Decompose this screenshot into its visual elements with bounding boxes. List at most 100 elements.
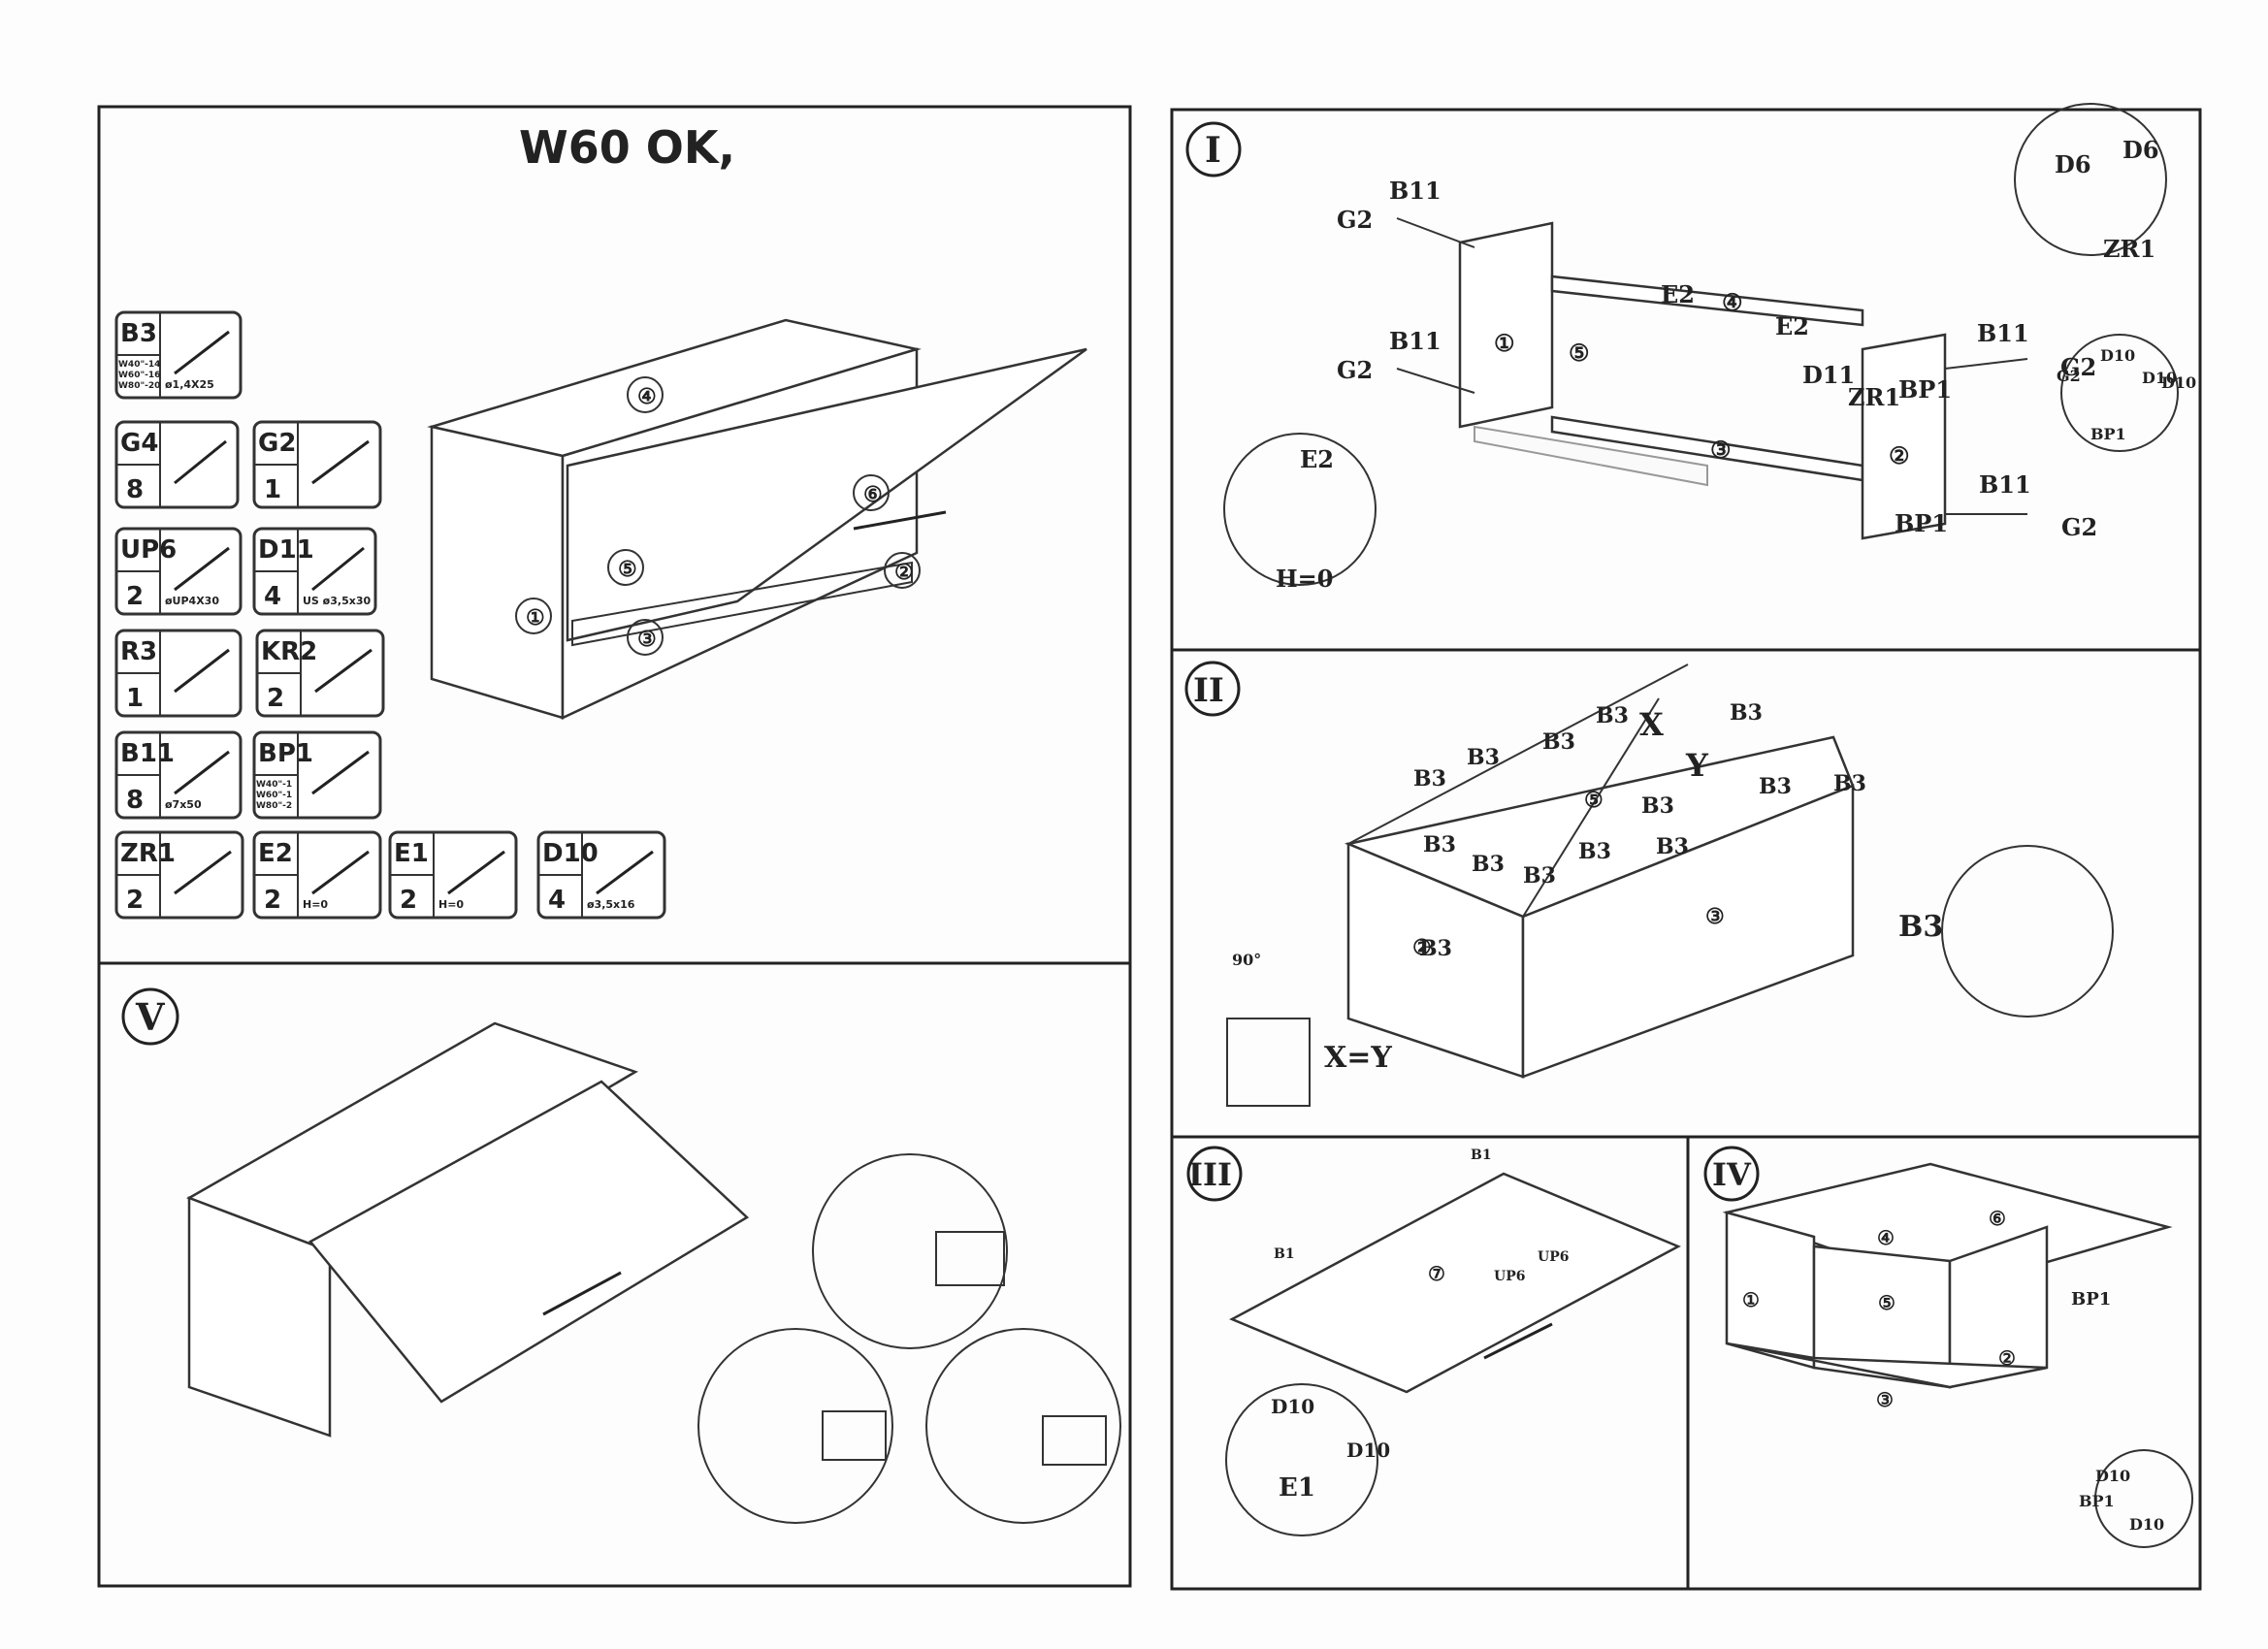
part-qty: 1	[126, 684, 144, 713]
part-note: W60"-1	[256, 791, 292, 800]
svg-text:⑥: ⑥	[863, 482, 883, 507]
step-label: D10	[2161, 373, 2196, 392]
step-label: H=0	[1276, 565, 1333, 593]
step-label: E1	[1279, 1473, 1315, 1503]
part-g2: G21	[252, 420, 382, 509]
step-label: ①	[1742, 1288, 1760, 1311]
part-qty: 4	[264, 582, 281, 611]
step-label: ③	[1876, 1388, 1894, 1411]
part-qty: 4	[548, 886, 566, 915]
step-label: BP1	[2079, 1492, 2115, 1510]
part-qty: 2	[126, 886, 144, 915]
part-qty: 1	[264, 475, 281, 504]
step-label: BP1	[2071, 1289, 2111, 1310]
part-note: W80"-20	[118, 381, 160, 391]
part-note: W60"-16	[118, 371, 160, 380]
step-label: B3	[1898, 910, 1943, 944]
step-label: B11	[1977, 319, 2029, 347]
step-label: ①	[1494, 329, 1515, 357]
step-label: ②	[1889, 441, 1910, 469]
step-label: ⑦	[1428, 1262, 1445, 1285]
step-label: ⑤	[1569, 339, 1590, 367]
step-label: G2	[2061, 513, 2097, 541]
part-size: ø1,4X25	[165, 378, 214, 391]
part-note: W40"-14	[118, 360, 160, 370]
step-label: B3	[1759, 774, 1792, 799]
svg-text:②: ②	[894, 560, 914, 585]
part-size: øUP4X30	[165, 595, 219, 607]
step-label: B3	[1472, 852, 1505, 877]
step-label: G2	[2060, 353, 2096, 381]
step-label: BP1	[1895, 509, 1948, 537]
step-label: E2	[1775, 312, 1809, 340]
part-code: B11	[120, 739, 175, 768]
step-label: B3	[1542, 729, 1575, 755]
part-code: D10	[542, 839, 599, 868]
svg-text:III: III	[1188, 1156, 1232, 1193]
step-label: G2	[1337, 206, 1373, 234]
step-label: D10	[2100, 346, 2135, 365]
part-g4: G48	[114, 420, 240, 509]
step-label: ④	[1722, 288, 1743, 316]
step-label: D6	[2122, 136, 2159, 164]
step-label: B11	[1389, 177, 1442, 205]
step-label: B3	[1423, 832, 1456, 857]
step-label: B3	[1413, 766, 1446, 792]
svg-text:⑤: ⑤	[618, 557, 637, 582]
step-v: V	[121, 987, 1121, 1524]
part-d11: D11 4 US ø3,5x30	[252, 527, 377, 616]
part-qty: 2	[126, 582, 144, 611]
part-up6: UP6 2 øUP4X30	[114, 527, 243, 616]
step-label: B1	[1274, 1246, 1295, 1262]
part-code: E1	[394, 839, 429, 868]
step-label: B3	[1656, 834, 1689, 859]
part-code: D11	[258, 535, 314, 565]
step-label: ZR1	[2103, 235, 2155, 263]
part-code: E2	[258, 839, 293, 868]
step-label: Y	[1685, 747, 1709, 784]
step-label: B11	[1979, 470, 2031, 499]
part-note: W40"-1	[256, 780, 292, 790]
step-label: B3	[1730, 700, 1763, 726]
step-label: G2	[2057, 367, 2081, 385]
part-size: US ø3,5x30	[303, 595, 371, 607]
step-label: D6	[2055, 150, 2091, 178]
step-label: ⑤	[1584, 788, 1604, 813]
part-code: UP6	[120, 535, 177, 565]
step-label: D10	[2129, 1515, 2164, 1534]
step-label: 90°	[1232, 951, 1261, 969]
part-qty: 2	[264, 886, 281, 915]
step-label: D10	[1346, 1439, 1390, 1462]
step-label: B3	[1641, 793, 1674, 819]
svg-text:IV: IV	[1712, 1156, 1752, 1193]
right-page-frame	[1170, 108, 2202, 1591]
cabinet-overview: ④ ⑥ ⑤ ② ① ③	[427, 318, 1087, 720]
part-size: ø7x50	[165, 798, 202, 811]
part-code: KR2	[261, 637, 317, 666]
step-label: ⑥	[1989, 1207, 2006, 1230]
step-label: E2	[1661, 280, 1695, 308]
step-label: D11	[1802, 361, 1855, 389]
part-note: W80"-2	[256, 801, 292, 811]
svg-text:I: I	[1205, 130, 1221, 171]
step-label: BP1	[2090, 425, 2126, 443]
step-label: ZR1	[1848, 383, 1900, 411]
step-label: B3	[1578, 839, 1611, 864]
svg-text:①: ①	[526, 605, 545, 630]
svg-text:II: II	[1193, 671, 1224, 710]
step-label: BP1	[1898, 375, 1952, 404]
step-label: X=Y	[1324, 1041, 1392, 1075]
step-label: B3	[1523, 863, 1556, 889]
